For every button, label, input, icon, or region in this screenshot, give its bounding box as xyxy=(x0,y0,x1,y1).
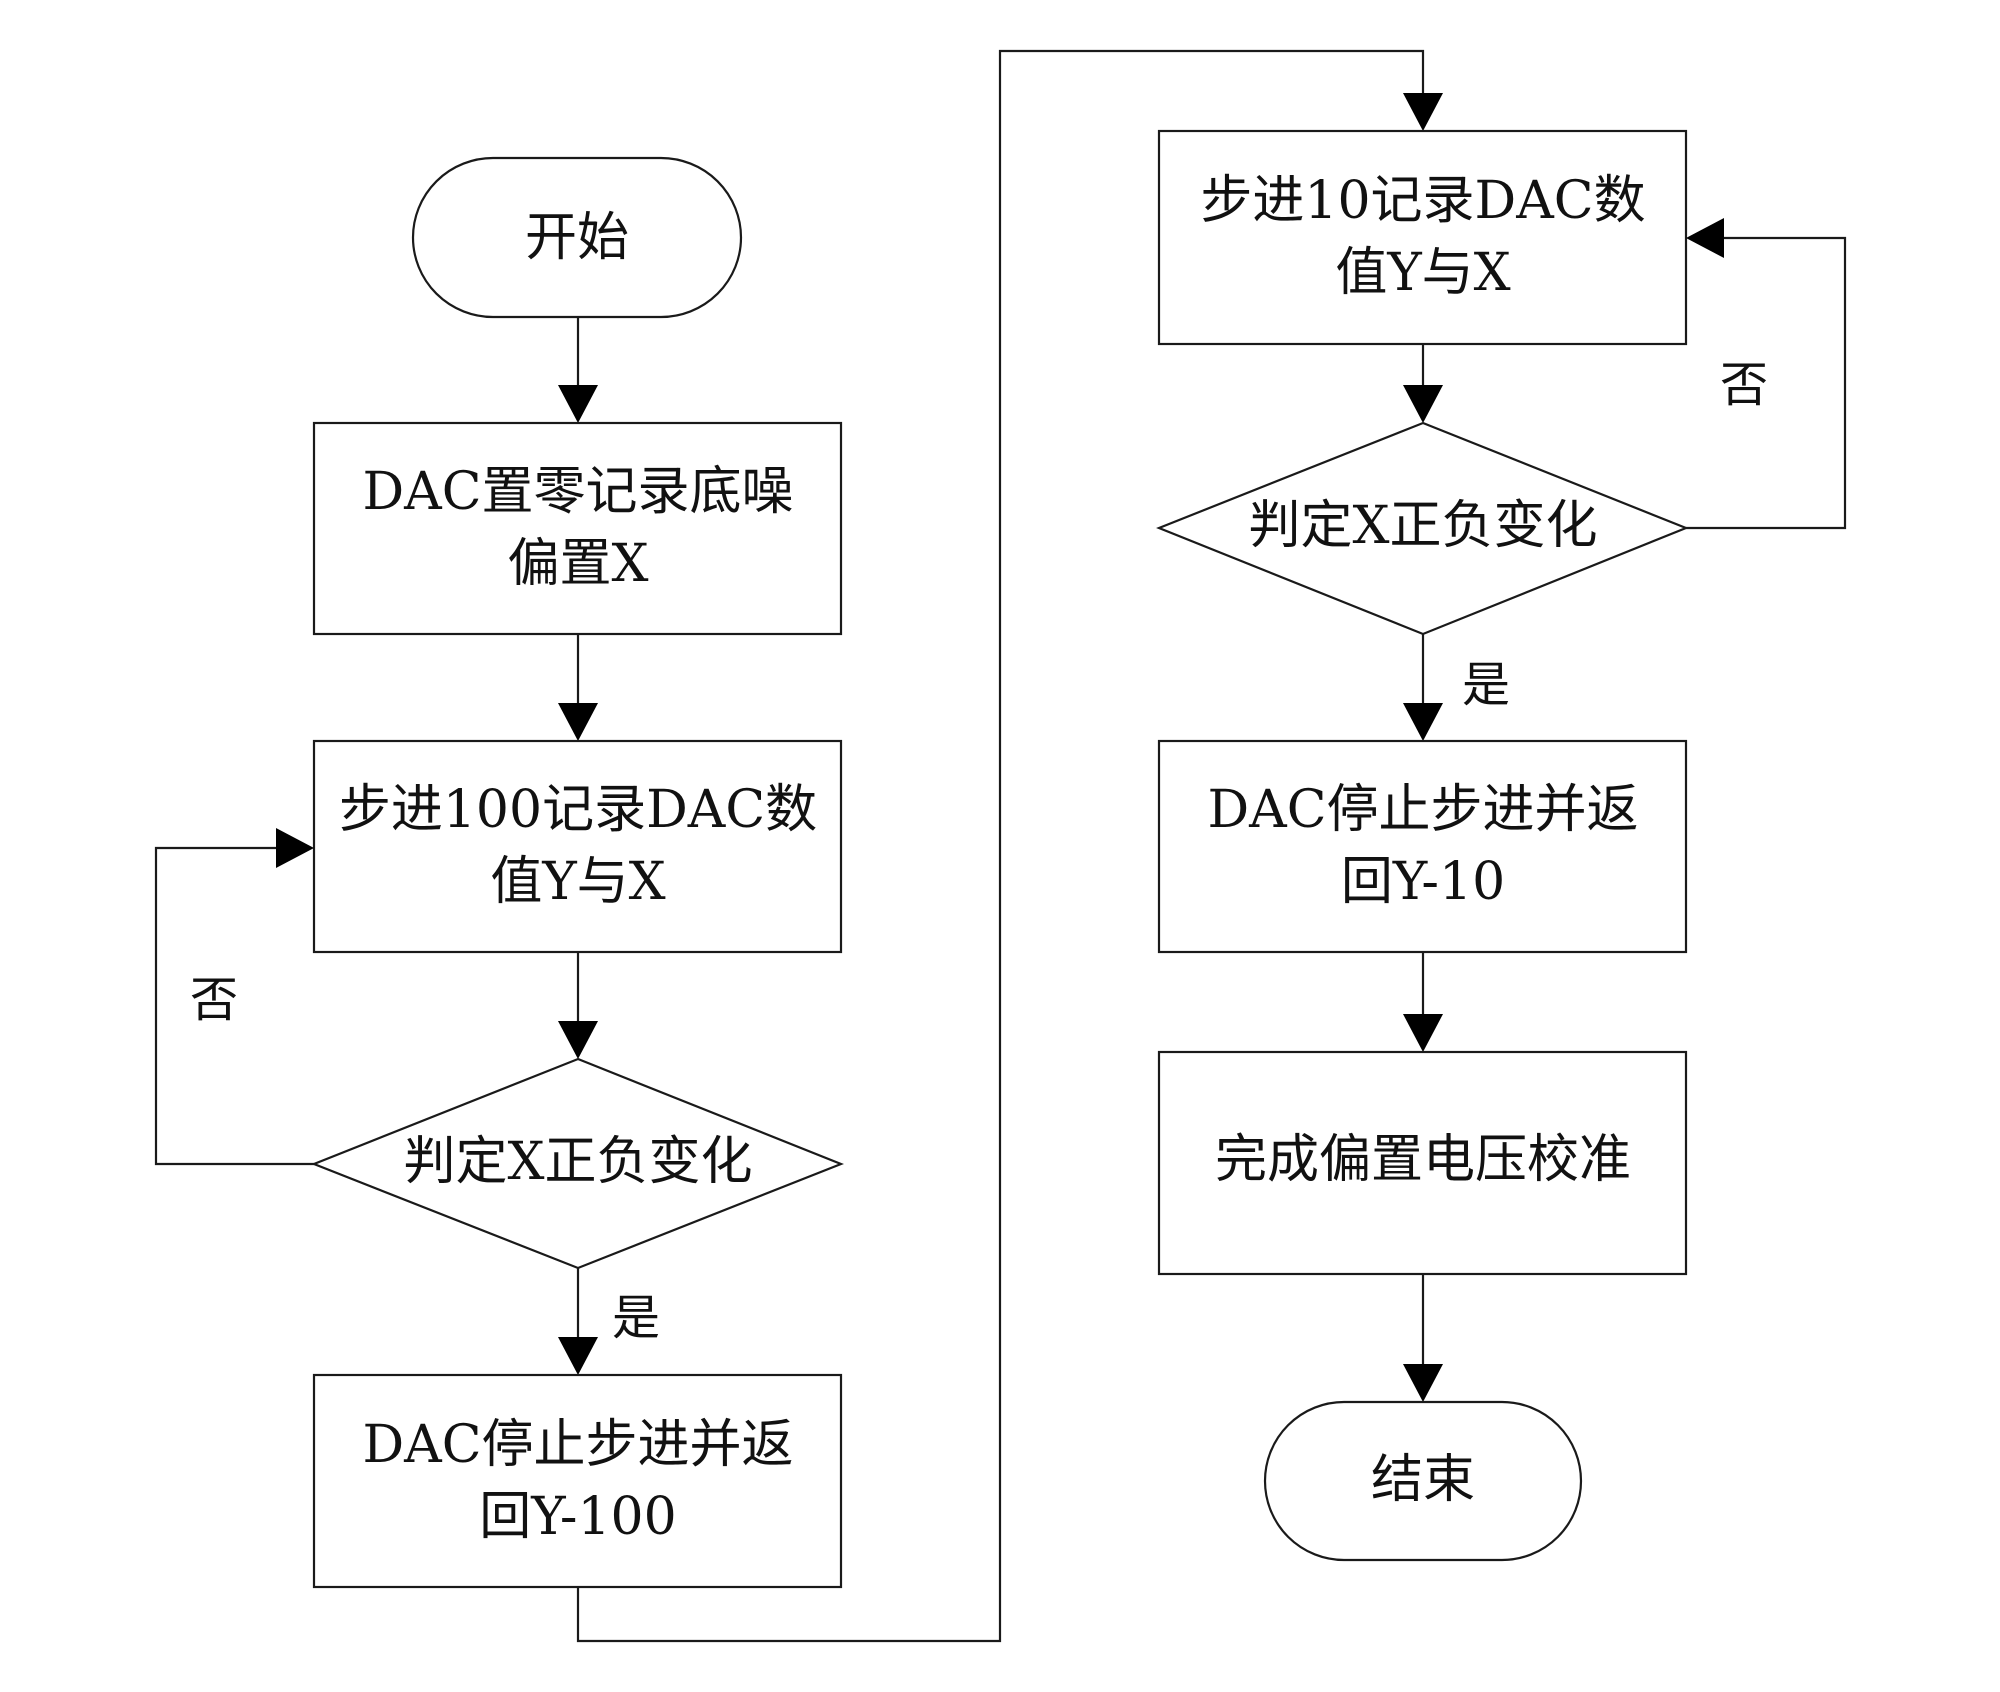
edge-judge2-yes: 是 xyxy=(1403,634,1510,741)
edge-done-to-end xyxy=(1403,1274,1443,1402)
edge-step10-to-judge2 xyxy=(1403,344,1443,423)
start-label: 开始 xyxy=(525,208,629,268)
node-judge1: 判定X正负变化 xyxy=(311,1057,844,1270)
step100-process-box xyxy=(312,739,843,954)
loop-connector-line xyxy=(154,846,314,1166)
node-end: 结束 xyxy=(1263,1400,1583,1562)
step100-label-line2: 值Y与X xyxy=(490,852,665,912)
end-label: 结束 xyxy=(1371,1450,1475,1510)
judge2-label: 判定X正负变化 xyxy=(1248,496,1597,556)
arrow-left-icon xyxy=(1686,218,1724,258)
edge-start-to-zero-dac xyxy=(558,317,598,423)
end-terminator-shape xyxy=(1263,1400,1583,1562)
return100-process-box xyxy=(312,1373,843,1589)
edge-return100-to-step10 xyxy=(576,49,1443,1643)
edge-step100-to-judge1 xyxy=(558,952,598,1059)
no-branch-label-right: 否 xyxy=(1720,357,1768,413)
loop-connector-line xyxy=(1686,236,1847,530)
zero-dac-process-box xyxy=(312,421,843,636)
return10-label-line1: DAC停止步进并返 xyxy=(1207,780,1638,840)
arrow-down-icon xyxy=(1403,703,1443,741)
zero-dac-label-line1: DAC置零记录底噪 xyxy=(362,462,793,522)
arrow-down-icon xyxy=(558,703,598,741)
node-done: 完成偏置电压校准 xyxy=(1157,1050,1688,1276)
node-return100: DAC停止步进并返 回Y-100 xyxy=(312,1373,843,1589)
edge-zero-dac-to-step100 xyxy=(558,634,598,741)
step10-label-line1: 步进10记录DAC数 xyxy=(1200,171,1645,231)
step10-process-box xyxy=(1157,129,1688,346)
step100-label-line1: 步进100记录DAC数 xyxy=(339,780,817,840)
arrow-down-icon xyxy=(558,1021,598,1059)
return100-label-line1: DAC停止步进并返 xyxy=(362,1415,793,1475)
node-start: 开始 xyxy=(411,156,743,319)
cross-column-connector-line xyxy=(576,49,1425,1643)
zero-dac-label-line2: 偏置X xyxy=(507,534,648,594)
arrow-down-icon xyxy=(558,1337,598,1375)
arrow-down-icon xyxy=(1403,1014,1443,1052)
arrow-right-icon xyxy=(276,828,314,868)
return100-label-line2: 回Y-100 xyxy=(479,1487,676,1547)
judge1-label: 判定X正负变化 xyxy=(403,1132,752,1192)
edge-judge2-no-loop: 否 xyxy=(1686,218,1847,530)
node-zero-dac: DAC置零记录底噪 偏置X xyxy=(312,421,843,636)
step10-label-line2: 值Y与X xyxy=(1335,243,1510,303)
node-step10: 步进10记录DAC数 值Y与X xyxy=(1157,129,1688,346)
arrow-down-icon xyxy=(1403,93,1443,131)
arrow-down-icon xyxy=(1403,1364,1443,1402)
arrow-down-icon xyxy=(558,385,598,423)
edge-judge1-no-loop: 否 xyxy=(154,828,314,1166)
no-branch-label-left: 否 xyxy=(190,972,238,1028)
yes-branch-label-right: 是 xyxy=(1462,657,1510,713)
return10-label-line2: 回Y-10 xyxy=(1341,852,1505,912)
edge-return10-to-done xyxy=(1403,952,1443,1052)
node-step100: 步进100记录DAC数 值Y与X xyxy=(312,739,843,954)
node-judge2: 判定X正负变化 xyxy=(1156,421,1689,636)
done-process-box xyxy=(1157,1050,1688,1276)
edge-judge1-yes: 是 xyxy=(558,1268,660,1375)
node-return10: DAC停止步进并返 回Y-10 xyxy=(1157,739,1688,954)
return10-process-box xyxy=(1157,739,1688,954)
done-label: 完成偏置电压校准 xyxy=(1215,1130,1631,1190)
yes-branch-label-left: 是 xyxy=(612,1290,660,1346)
arrow-down-icon xyxy=(1403,385,1443,423)
